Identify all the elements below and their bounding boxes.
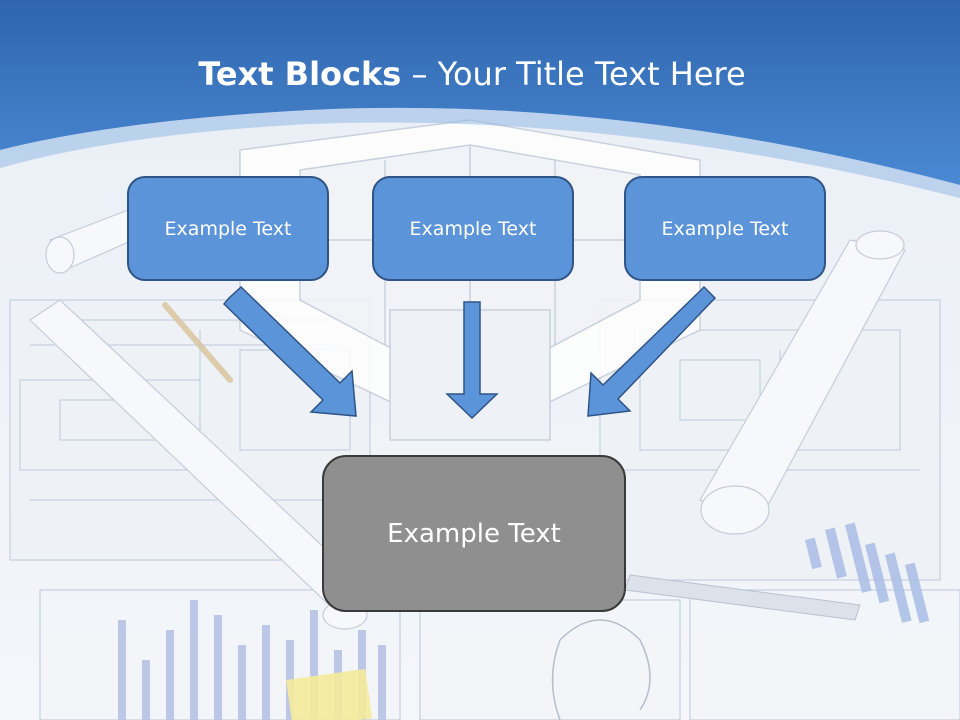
text-block-center[interactable]: Example Text [372,176,574,281]
text-block-left[interactable]: Example Text [127,176,329,281]
text-block-right-label: Example Text [661,217,789,240]
text-block-right[interactable]: Example Text [624,176,826,281]
text-block-bottom-label: Example Text [387,518,561,549]
text-block-left-label: Example Text [164,217,292,240]
slide-title: Text Blocks – Your Title Text Here [0,52,944,96]
title-bold: Text Blocks [198,55,402,93]
text-block-center-label: Example Text [409,217,537,240]
title-rest: – Your Title Text Here [401,55,746,93]
text-block-bottom[interactable]: Example Text [322,455,626,612]
